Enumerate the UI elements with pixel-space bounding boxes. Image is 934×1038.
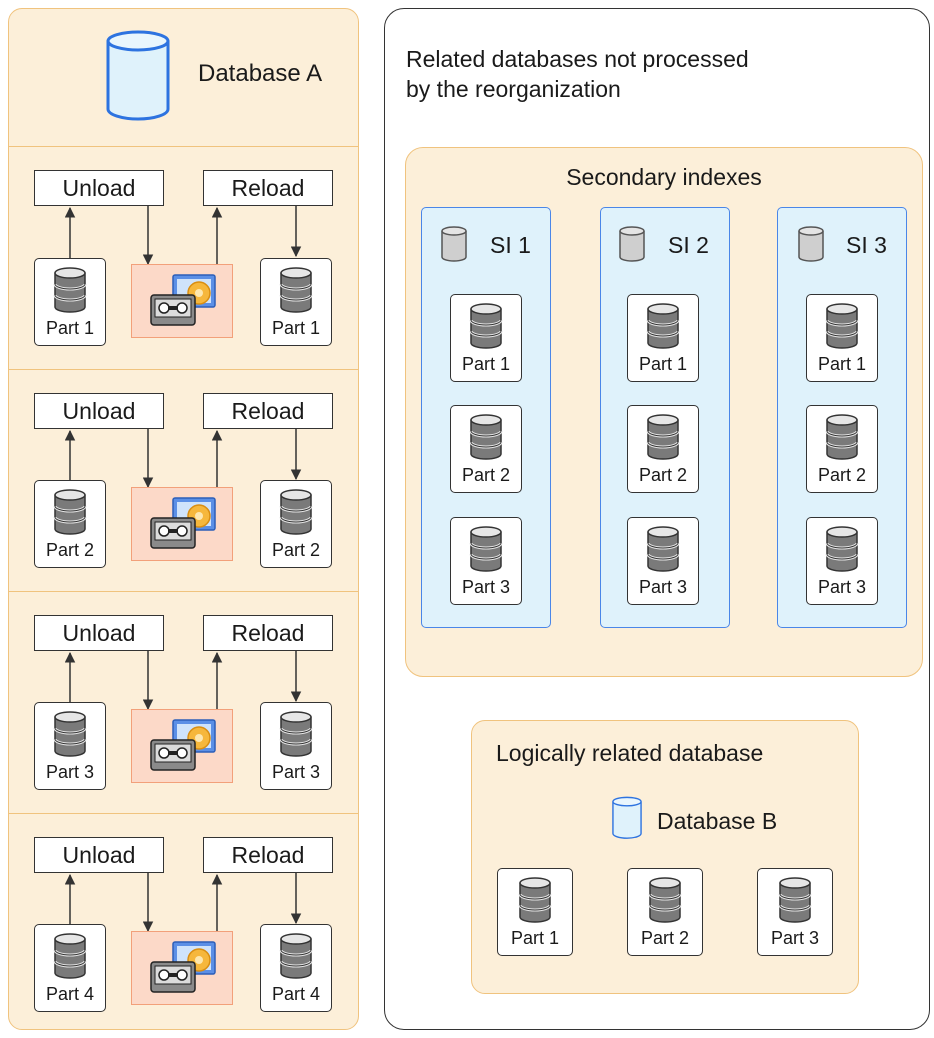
disk-stack-icon (468, 414, 504, 460)
logical-partition: Part 1 (497, 868, 573, 956)
partition-label: Part 2 (45, 540, 95, 560)
partition-label: Part 2 (640, 928, 690, 948)
unload-dataset (131, 487, 233, 561)
unload-dataset (131, 931, 233, 1005)
tape-dataset-icon (149, 940, 219, 998)
unload-step: Unload (34, 615, 164, 651)
unload-dataset (131, 264, 233, 338)
secondary-indexes-title: Secondary indexes (566, 164, 762, 190)
logical-partition: Part 3 (757, 868, 833, 956)
partition-label: Part 1 (45, 318, 95, 338)
disk-stack-icon (645, 303, 681, 349)
si-partition: Part 1 (806, 294, 878, 382)
database-b-title: Database B (657, 808, 778, 834)
si-partition: Part 2 (627, 405, 699, 493)
disk-stack-icon (52, 933, 88, 979)
disk-stack-icon (824, 414, 860, 460)
si-partition: Part 3 (450, 517, 522, 605)
target-partition: Part 1 (260, 258, 332, 346)
si-partition: Part 1 (627, 294, 699, 382)
partition-label: Part 1 (510, 928, 560, 948)
disk-stack-icon (52, 267, 88, 313)
cylinder-icon (618, 226, 646, 262)
reload-step: Reload (203, 837, 333, 873)
database-a-cylinder-icon (106, 30, 170, 122)
partition-label: Part 2 (817, 465, 867, 485)
partition-label: Part 1 (271, 318, 321, 338)
disk-stack-icon (647, 877, 683, 923)
group-divider (8, 813, 359, 814)
target-partition: Part 2 (260, 480, 332, 568)
partition-label: Part 1 (817, 354, 867, 374)
unload-step: Unload (34, 393, 164, 429)
partition-label: Part 3 (817, 577, 867, 597)
partition-label: Part 4 (271, 984, 321, 1004)
reload-step: Reload (203, 615, 333, 651)
disk-stack-icon (468, 303, 504, 349)
disk-stack-icon (468, 526, 504, 572)
tape-dataset-icon (149, 496, 219, 554)
partition-label: Part 3 (770, 928, 820, 948)
unload-dataset (131, 709, 233, 783)
partition-label: Part 3 (638, 577, 688, 597)
secondary-index-name: SI 2 (668, 232, 709, 258)
partition-label: Part 2 (638, 465, 688, 485)
group-divider (8, 146, 359, 147)
secondary-index-name: SI 3 (846, 232, 887, 258)
partition-label: Part 3 (271, 762, 321, 782)
disk-stack-icon (824, 526, 860, 572)
disk-stack-icon (278, 933, 314, 979)
disk-stack-icon (278, 267, 314, 313)
source-partition: Part 3 (34, 702, 106, 790)
partition-label: Part 4 (45, 984, 95, 1004)
disk-stack-icon (517, 877, 553, 923)
reload-step: Reload (203, 393, 333, 429)
tape-dataset-icon (149, 273, 219, 331)
partition-label: Part 3 (45, 762, 95, 782)
disk-stack-icon (645, 526, 681, 572)
partition-label: Part 3 (461, 577, 511, 597)
source-partition: Part 1 (34, 258, 106, 346)
database-a-title: Database A (198, 60, 323, 87)
unload-step: Unload (34, 837, 164, 873)
tape-dataset-icon (149, 718, 219, 776)
disk-stack-icon (645, 414, 681, 460)
reload-step: Reload (203, 170, 333, 206)
disk-stack-icon (824, 303, 860, 349)
si-partition: Part 1 (450, 294, 522, 382)
si-partition: Part 2 (450, 405, 522, 493)
disk-stack-icon (52, 489, 88, 535)
group-divider (8, 591, 359, 592)
source-partition: Part 4 (34, 924, 106, 1012)
si-partition: Part 3 (806, 517, 878, 605)
source-partition: Part 2 (34, 480, 106, 568)
disk-stack-icon (278, 489, 314, 535)
partition-label: Part 2 (461, 465, 511, 485)
si-partition: Part 3 (627, 517, 699, 605)
related-databases-title: Related databases not processed by the r… (406, 46, 749, 102)
unload-step: Unload (34, 170, 164, 206)
logical-partition: Part 2 (627, 868, 703, 956)
secondary-index-name: SI 1 (490, 232, 531, 258)
partition-label: Part 1 (638, 354, 688, 374)
database-b-cylinder-icon (612, 796, 642, 840)
si-partition: Part 2 (806, 405, 878, 493)
group-divider (8, 369, 359, 370)
disk-stack-icon (777, 877, 813, 923)
target-partition: Part 4 (260, 924, 332, 1012)
partition-label: Part 2 (271, 540, 321, 560)
cylinder-icon (440, 226, 468, 262)
disk-stack-icon (52, 711, 88, 757)
cylinder-icon (797, 226, 825, 262)
disk-stack-icon (278, 711, 314, 757)
logical-related-title: Logically related database (496, 740, 764, 766)
target-partition: Part 3 (260, 702, 332, 790)
partition-label: Part 1 (461, 354, 511, 374)
